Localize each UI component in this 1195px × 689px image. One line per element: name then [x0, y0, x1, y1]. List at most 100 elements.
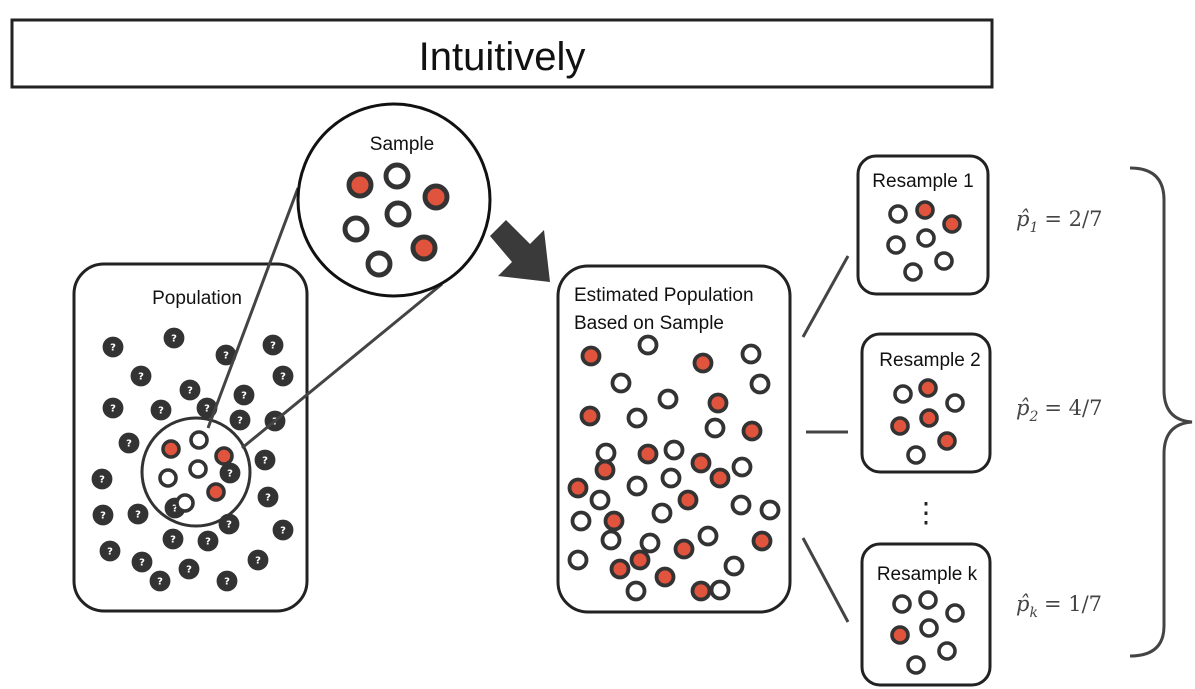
unknown-marble — [91, 468, 113, 490]
unknown-marble — [247, 549, 269, 571]
unknown-marker: ? — [187, 386, 193, 397]
arrow-icon — [490, 220, 550, 282]
white-marble — [906, 655, 926, 675]
white-marble — [709, 579, 731, 601]
estimated-population-label-line2: Based on Sample — [574, 313, 724, 334]
white-marble — [175, 493, 195, 513]
red-marble — [915, 200, 935, 220]
red-marble — [609, 558, 631, 580]
unknown-marker: ? — [107, 547, 113, 558]
red-marble — [677, 489, 699, 511]
unknown-marble — [229, 409, 251, 431]
estimated-population-label-line1: Estimated Population — [574, 285, 754, 306]
estimate-formula-2: p̂2= 4/7 — [1016, 396, 1102, 425]
red-marble — [603, 510, 625, 532]
sample-label: Sample — [370, 134, 434, 155]
zoom-line-right — [241, 282, 443, 450]
red-marble — [214, 446, 234, 466]
unknown-marble — [102, 336, 124, 358]
white-marble — [945, 393, 965, 413]
resample-box-1: Resample 1 — [856, 154, 990, 296]
unknown-marker: ? — [171, 334, 177, 345]
white-marble — [704, 417, 726, 439]
resample-k-marbles — [890, 590, 965, 675]
red-marble — [692, 352, 714, 374]
red-marble — [637, 443, 659, 465]
unknown-marker: ? — [100, 511, 106, 522]
white-marble — [918, 590, 938, 610]
title-banner: Intuitively — [10, 18, 994, 89]
white-marble — [906, 445, 926, 465]
red-marble — [690, 580, 712, 602]
unknown-marker: ? — [172, 504, 178, 515]
unknown-marker: ? — [237, 416, 243, 427]
white-marble — [888, 204, 908, 224]
white-marble — [188, 459, 208, 479]
white-marble — [384, 200, 412, 228]
unknown-marker: ? — [280, 372, 286, 383]
connector-line-3 — [801, 537, 850, 623]
unknown-marble — [257, 486, 279, 508]
red-marble — [707, 392, 729, 414]
white-marble — [937, 641, 957, 661]
unknown-marker: ? — [262, 456, 268, 467]
unknown-marker: ? — [170, 535, 176, 546]
population-unknown-marbles: ??????????????????????????????? — [91, 327, 294, 592]
connector-line-1 — [801, 255, 850, 338]
sample-circle: Sample — [296, 102, 492, 298]
white-marble — [626, 475, 648, 497]
white-marble — [919, 618, 939, 638]
ellipsis-icon: ⋮ — [912, 496, 940, 529]
red-marble — [690, 452, 712, 474]
unknown-marble — [233, 384, 255, 406]
white-marble — [570, 510, 592, 532]
unknown-marker: ? — [126, 439, 132, 450]
red-marble — [161, 439, 181, 459]
white-marble — [886, 235, 906, 255]
white-marble — [916, 228, 936, 248]
unknown-marker: ? — [205, 537, 211, 548]
population-sample-ring — [140, 416, 252, 528]
unknown-marker: ? — [110, 404, 116, 415]
red-marble — [594, 459, 616, 481]
unknown-marker: ? — [270, 341, 276, 352]
red-marble — [654, 566, 676, 588]
unknown-marker: ? — [241, 391, 247, 402]
white-marble — [903, 262, 923, 282]
resample-1-marbles — [886, 200, 962, 282]
unknown-marble — [254, 449, 276, 471]
unknown-marble — [178, 558, 200, 580]
unknown-marker: ? — [204, 404, 210, 415]
unknown-marble — [127, 503, 149, 525]
white-marble — [759, 499, 781, 521]
white-marble — [660, 467, 682, 489]
red-marble — [346, 171, 374, 199]
white-marble — [365, 250, 393, 278]
brace-icon — [1129, 166, 1193, 658]
red-marble — [206, 482, 226, 502]
resample-label-2: Resample 2 — [879, 350, 980, 371]
white-marble — [589, 489, 611, 511]
white-marble — [342, 215, 370, 243]
white-marble — [893, 384, 913, 404]
unknown-marble — [219, 462, 241, 484]
population-panel: Population ?????????????????????????????… — [72, 262, 309, 613]
estimated-population-marbles — [567, 334, 781, 602]
unknown-marble — [216, 570, 238, 592]
unknown-marker: ? — [186, 565, 192, 576]
white-marble — [189, 430, 209, 450]
unknown-marble — [92, 504, 114, 526]
unknown-marker: ? — [99, 475, 105, 486]
red-marble — [919, 408, 939, 428]
unknown-marker: ? — [138, 372, 144, 383]
white-marble — [595, 442, 617, 464]
white-marble — [697, 525, 719, 547]
red-marble — [741, 420, 763, 442]
white-marble — [651, 502, 673, 524]
white-marble — [731, 456, 753, 478]
white-marble — [730, 494, 752, 516]
unknown-marker: ? — [265, 493, 271, 504]
red-marble — [579, 405, 601, 427]
red-marble — [629, 549, 651, 571]
